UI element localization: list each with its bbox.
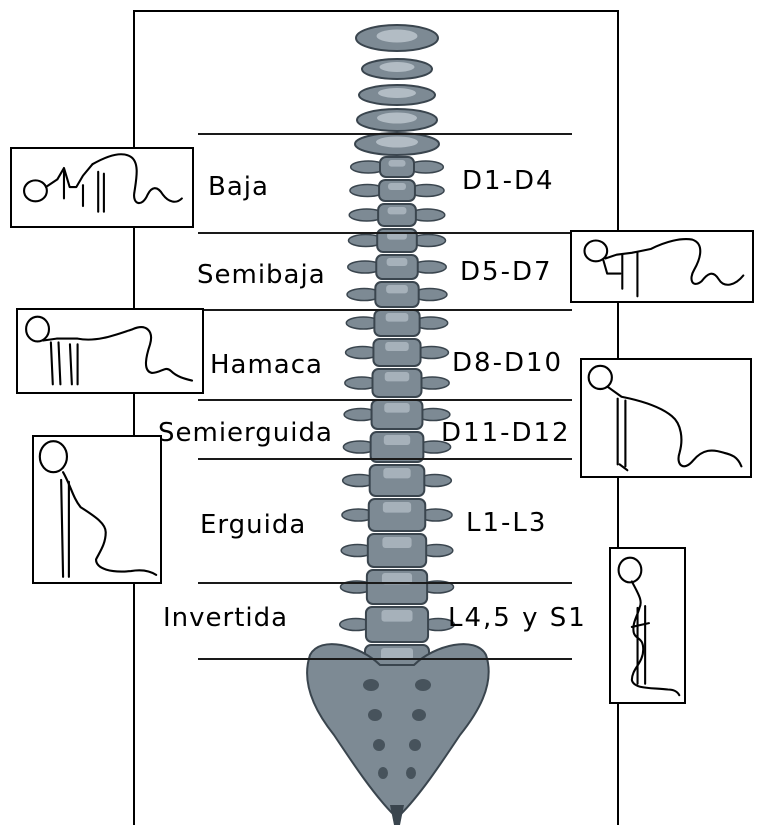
vertebra-highlight — [380, 62, 415, 72]
posture-semiupright-icon — [580, 358, 752, 478]
zone-divider — [198, 133, 572, 135]
zone-divider — [198, 232, 572, 234]
level-label-d5-d7: D5-D7 — [460, 259, 553, 285]
zone-label-semibaja: Semibaja — [197, 262, 326, 288]
panel-left-border — [133, 10, 135, 825]
sacral-foramen — [406, 767, 416, 779]
sacral-foramen — [373, 739, 385, 751]
panel-top-border — [133, 10, 619, 12]
level-label-d11-d12: D11-D12 — [441, 420, 571, 446]
zone-divider — [198, 658, 572, 660]
level-label-l4-s1: L4,5 y S1 — [448, 605, 587, 631]
sacral-foramen — [409, 739, 421, 751]
vertebra-highlight — [378, 88, 416, 98]
zone-label-erguida: Erguida — [200, 512, 306, 538]
level-label-d1-d4: D1-D4 — [462, 168, 555, 194]
zone-label-invertida: Invertida — [163, 605, 288, 631]
vertebra-highlight — [377, 30, 418, 43]
vertebra-highlight — [376, 137, 418, 148]
vertebra-highlight — [385, 342, 409, 351]
zone-divider — [198, 399, 572, 401]
vertebra-highlight — [386, 285, 408, 293]
vertebra-highlight — [382, 537, 411, 548]
level-label-d8-d10: D8-D10 — [452, 350, 563, 376]
vertebra-highlight — [377, 113, 417, 124]
vertebra-highlight — [383, 468, 410, 478]
zone-label-hamaca: Hamaca — [210, 352, 323, 378]
vertebra-highlight — [384, 435, 410, 445]
level-label-l1-l3: L1-L3 — [466, 510, 547, 536]
vertebra-highlight — [385, 372, 410, 381]
vertebra-highlight — [389, 160, 406, 167]
sacral-foramen — [415, 679, 431, 691]
vertebra-highlight — [388, 207, 407, 214]
sacral-foramen — [378, 767, 388, 779]
posture-hammock-icon — [16, 308, 204, 394]
zone-label-semierguida: Semierguida — [158, 420, 333, 446]
zone-divider — [198, 309, 572, 311]
vertebra-highlight — [384, 403, 409, 413]
vertebra-highlight — [388, 183, 406, 190]
sacral-foramen — [368, 709, 382, 721]
zone-label-baja: Baja — [208, 174, 269, 200]
vertebra-highlight — [381, 610, 412, 622]
coccyx — [390, 805, 404, 825]
vertebra-highlight — [387, 258, 408, 266]
posture-upright-icon — [32, 435, 162, 584]
zone-divider — [198, 458, 572, 460]
posture-semilow-icon — [570, 230, 754, 303]
posture-low-icon — [10, 147, 194, 228]
sacral-foramen — [363, 679, 379, 691]
sacrum-pelvis — [307, 644, 489, 815]
vertebra-highlight — [386, 313, 409, 322]
vertebra-highlight — [383, 502, 411, 513]
posture-inverted-icon — [609, 547, 686, 704]
sacral-foramen — [412, 709, 426, 721]
zone-divider — [198, 582, 572, 584]
